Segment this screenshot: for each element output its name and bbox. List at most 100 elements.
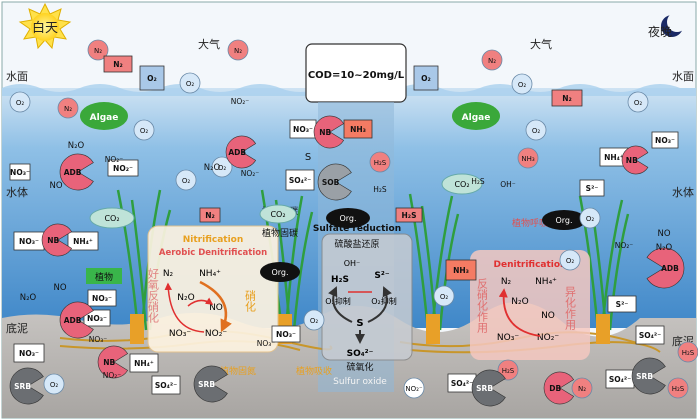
free-no-label: NO (657, 229, 670, 239)
water-body-label-right: 水体 (672, 185, 694, 199)
free-no2-label: NO₂⁻ (105, 155, 124, 164)
molecule-n2-label: N₂ (488, 57, 496, 65)
species-box-no3 (13, 343, 45, 363)
root-stem-4 (596, 314, 610, 344)
molecule-h2s-icon (677, 341, 698, 363)
anammox-cn: 异化作用 (564, 286, 577, 331)
molecule-h2s-icon (667, 377, 689, 399)
sulfur-arrow-left (328, 286, 353, 323)
moon-icon (661, 12, 687, 37)
algae-right (452, 102, 500, 130)
o2-inhibit-right: O₂抑制 (371, 296, 397, 306)
species-box-no3-label: NO₃⁻ (293, 125, 313, 134)
water-surface-label-left: 水面 (6, 70, 28, 83)
microbe-srb-label: SRB (636, 372, 653, 381)
species-box-nh4 (67, 231, 99, 251)
microbe-nb-label: NB (103, 358, 115, 367)
molecule-o2-icon (433, 285, 455, 307)
free-no-label: NO (53, 283, 66, 293)
species-boxes: NO₃⁻NH₃SO₄²⁻NO₃⁻NH₄⁺NO₃⁻NO₃⁻NO₃⁻NH₄⁺NO₃⁻… (9, 55, 679, 395)
molecule-n2-label: N₂ (234, 47, 242, 55)
molecule-o2-label: O₂ (440, 293, 449, 301)
species-box-h2s (395, 207, 423, 223)
microbe-adb-icon (59, 153, 94, 191)
algae-left (80, 102, 128, 130)
molecule-no2-label: NO₂⁻ (405, 385, 423, 393)
denitrification-arrow-left (164, 282, 205, 333)
species-box-o2 (413, 65, 439, 91)
microbe-adb-label: ADB (64, 316, 82, 325)
species-box-no3-label: NO₃⁻ (19, 237, 39, 246)
free-no3-label: NO₃⁻ (89, 335, 108, 344)
free-no2-label: NO₂⁻ (241, 169, 260, 178)
denitrification-arrow-inner (187, 297, 214, 307)
microbe-srb-label: SRB (476, 384, 493, 393)
species-box-nh3 (445, 259, 477, 281)
molecule-h2s-label: H₂S (672, 385, 685, 393)
microbe-adb-label: ADB (228, 148, 246, 157)
molecule-o2-label: O₂ (634, 99, 643, 107)
molecule-o2-icon (43, 373, 65, 395)
species-box-s2 (579, 179, 605, 197)
molecule-o2-icon (179, 72, 201, 94)
panel-n2o: N₂O (177, 293, 194, 303)
microbe-nb-label: NB (319, 128, 331, 137)
species-box-s2-label: S²⁻ (586, 184, 599, 193)
molecule-o2-icon (211, 156, 233, 178)
sulfur-panel-s2: S²⁻ (374, 271, 389, 281)
denitrification-title: Denitrification (494, 260, 567, 270)
panel-no: NO (209, 303, 223, 313)
species-box-no3-label: NO₃⁻ (92, 294, 112, 303)
sulfur-panel-so4: SO₄²⁻ (347, 349, 374, 359)
molecule-n2-icon (481, 49, 503, 71)
species-box-o2 (139, 65, 165, 91)
free-no2-label: NO₂⁻ (231, 97, 250, 106)
panel-n2: N₂ (163, 269, 174, 279)
night-label: 夜晚 (648, 24, 672, 39)
free-h2s-label: H₂S (373, 185, 387, 194)
species-box-no2-label: NO₂⁻ (113, 164, 133, 173)
molecule-o2-label: O₂ (50, 381, 59, 389)
species-box-no3-label: NO₃⁻ (276, 330, 296, 339)
right-panel-no: NO (541, 311, 555, 321)
water-surface-label-right: 水面 (672, 70, 694, 83)
microbe-db-label: DB (549, 384, 561, 393)
microbe-adb-icon (646, 247, 685, 289)
species-box-no3 (87, 289, 117, 307)
molecule-o2-label: O₂ (566, 257, 575, 265)
nitrification-arrow (199, 280, 232, 333)
microbe-srb-icon (193, 365, 228, 403)
species-box-so4 (635, 325, 665, 345)
water-body-label-left: 水体 (6, 185, 28, 199)
org-label-1: Org. (271, 268, 288, 277)
species-box-no3-label: NO₃⁻ (655, 136, 675, 145)
free-n2o-label: N₂O (656, 243, 673, 253)
panel-no3: NO₃⁻ (169, 329, 191, 339)
microbe-srb-label: SRB (198, 380, 215, 389)
co2-label-1: CO₂ (104, 214, 119, 223)
sulfate-reduction-cn: 硫酸盐还原 (334, 238, 379, 250)
species-box-so4 (151, 375, 181, 395)
free-no2-label: NO₂⁻ (103, 371, 122, 380)
species-box-no3 (83, 309, 111, 327)
molecule-o2-icon (627, 91, 649, 113)
molecule-o2-label: O₂ (586, 215, 595, 223)
denit-cn: 反硝化作用 (476, 278, 489, 334)
microbe-nb-label: NB (626, 156, 638, 165)
denitrification-panel (470, 250, 590, 360)
molecule-o2-label: O₂ (310, 317, 319, 325)
species-box-so4-label: SO₄²⁻ (609, 375, 631, 384)
species-box-no3-label: NO₃⁻ (10, 168, 30, 177)
microbe-nb-icon (621, 145, 649, 175)
org-label-3: Org. (555, 216, 572, 225)
aerobic-denitrification-title: Aerobic Denitrification (159, 248, 267, 258)
species-box-no3 (9, 163, 31, 181)
co2-label-2: CO₂ (270, 210, 285, 219)
species-box-no3 (271, 325, 301, 343)
cod-label: COD=10~20mg/L (308, 70, 405, 81)
microbe-srb-icon (9, 367, 44, 405)
species-box-n2 (199, 207, 221, 223)
microbe-nb-icon (97, 345, 129, 379)
